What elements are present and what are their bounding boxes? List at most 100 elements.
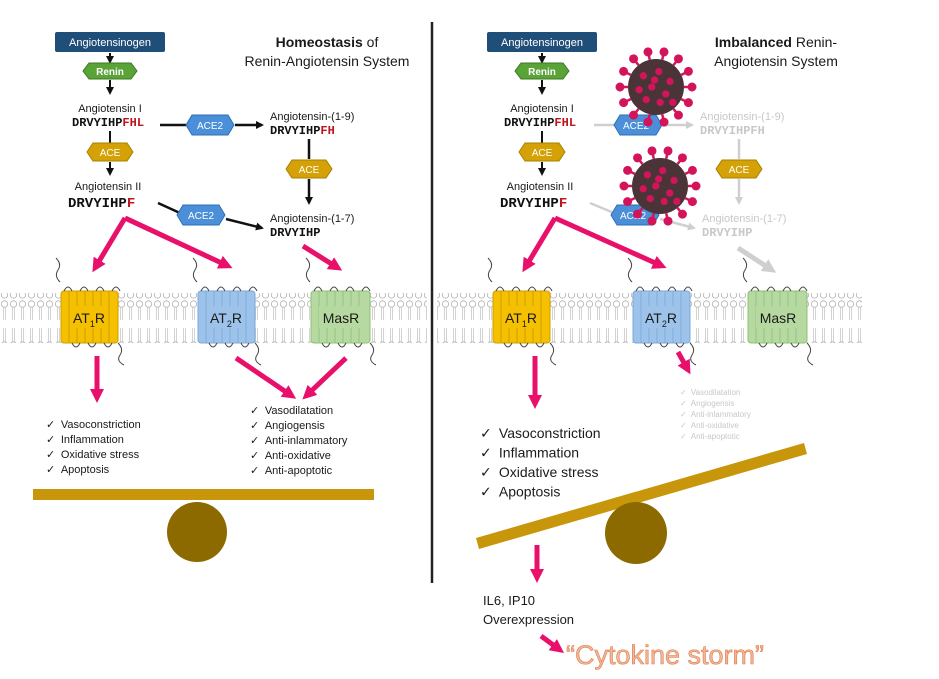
arrow-ang2-at2-right [553, 215, 667, 269]
ang1-label: Angiotensin I [78, 103, 142, 115]
arrow-ang2-at2 [123, 215, 233, 269]
right-title-line1: Imbalanced Renin- [715, 34, 838, 50]
effect-item: Inflammation [61, 434, 124, 446]
arrow-mas-effects [302, 356, 348, 400]
virus-spike-tip [619, 66, 629, 76]
angiotensinogen-label-right: Angiotensinogen [501, 37, 583, 49]
effect-item: Anti-inlammatory [691, 410, 751, 419]
at1-label-right: AT1R [505, 310, 537, 329]
arrow-at2-effects-right [675, 350, 691, 375]
virus-spike-tip [629, 110, 639, 120]
ace2-top-left-enzyme [185, 114, 235, 136]
virus-spike-tip [677, 153, 687, 163]
virus-spike-tip [647, 146, 657, 156]
renin-enzyme [82, 62, 138, 80]
renin-label: Renin [96, 67, 124, 78]
at2-label-right: AT2R [645, 310, 677, 329]
cytokine-storm-label: “Cytokine storm” [566, 640, 764, 670]
virus-surface-dot [669, 98, 677, 107]
effect-item: Anti-oxidative [265, 450, 331, 462]
virus-surface-dot [673, 197, 681, 206]
ang17-label: Angiotensin-(1-7) [270, 213, 354, 225]
virus-spike-tip [687, 82, 697, 92]
virus-surface-dot [643, 171, 652, 179]
at1-effects-list-left: ✓Vasoconstriction✓Inflammation✓Oxidative… [46, 418, 141, 476]
overexpression-label: Overexpression [483, 612, 574, 627]
virus-spike-tip [663, 216, 673, 226]
effect-item: Angiogensis [691, 399, 735, 408]
ang2-label: Angiotensin II [75, 181, 142, 193]
protective-effects-list-left: ✓Vasodilatation✓Angiogensis✓Anti-inlamma… [250, 404, 348, 477]
ang17-label-right: Angiotensin-(1-7) [702, 213, 786, 225]
virus-spike-tip [673, 110, 683, 120]
virus-spike-tip [619, 181, 629, 191]
at2-label-left: AT2R [210, 310, 242, 329]
ang19-sequence-right: DRVYIHPFH [700, 124, 765, 138]
ang2-label-right: Angiotensin II [507, 181, 574, 193]
effect-item: Vasodilatation [265, 405, 333, 417]
at2-receptor-left: AT2R [192, 257, 262, 366]
ace-right-enzyme-right [715, 159, 763, 179]
angiotensinogen-label: Angiotensinogen [69, 37, 151, 49]
mas-label-right: MasR [760, 310, 797, 326]
left-panel: Homeostasis of Renin-Angiotensin System … [33, 32, 409, 562]
check-icon: ✓ [680, 432, 687, 441]
virus-spike-tip [623, 197, 633, 207]
check-icon: ✓ [250, 404, 259, 417]
seesaw-fulcrum-right [605, 502, 667, 564]
check-icon: ✓ [250, 419, 259, 432]
ace2-top-left-label: ACE2 [197, 121, 224, 132]
ace-left-label: ACE [100, 148, 121, 159]
line-ang2-ace2-right [589, 201, 615, 215]
arrow-ang2-at1 [92, 216, 128, 273]
virus-surface-dot [666, 189, 674, 197]
seesaw-beam-balanced [33, 489, 374, 500]
ang17-sequence-right: DRVYIHP [702, 226, 752, 240]
virus-body [632, 158, 688, 214]
ang1-sequence-right: DRVYIHPFHL [504, 116, 576, 130]
effect-item: Anti-apoptotic [265, 465, 333, 477]
arrow-ang17-mas-right [736, 245, 777, 273]
sars-cov-2-virus-icon-top [615, 47, 697, 127]
check-icon: ✓ [480, 485, 492, 501]
arrow-to-cytokine-storm [539, 633, 565, 653]
effect-item: Vasoconstriction [61, 419, 141, 431]
effect-item: Oxidative stress [499, 464, 599, 480]
at1-label-left: AT1R [73, 310, 105, 329]
virus-spike-tip [663, 146, 673, 156]
virus-spike-tip [619, 98, 629, 108]
virus-spike-tip [659, 117, 669, 127]
virus-surface-dot [666, 77, 674, 86]
virus-surface-dot [639, 72, 648, 80]
check-icon: ✓ [680, 410, 687, 419]
ang2-sequence: DRVYIHPF [68, 196, 135, 212]
virus-spike-tip [683, 98, 693, 108]
check-icon: ✓ [680, 399, 687, 408]
effect-item: Oxidative stress [61, 449, 140, 461]
virus-surface-dot [659, 166, 667, 175]
renin-label-right: Renin [528, 67, 556, 78]
ace2-bottom-left-label: ACE2 [188, 211, 215, 222]
ace-left-enzyme-right [518, 142, 566, 162]
right-title-line2: Angiotensin System [714, 53, 838, 69]
virus-spike-tip [633, 209, 643, 219]
sars-cov-2-virus-icon-bottom [619, 146, 701, 226]
virus-surface-dot [635, 86, 643, 94]
at1-effects-list-right: ✓Vasoconstriction✓Inflammation✓Oxidative… [480, 425, 601, 501]
protective-effects-list-right-faded: ✓Vasodilatation✓Angiogensis✓Anti-inlamma… [680, 388, 751, 441]
effect-item: Angiogensis [265, 420, 325, 432]
virus-surface-dot [639, 185, 647, 193]
virus-surface-dot [660, 197, 668, 206]
ace2-bottom-right-label: ACE2 [620, 211, 647, 222]
check-icon: ✓ [250, 449, 259, 462]
virus-surface-dot [652, 182, 660, 190]
left-title-line1: Homeostasis of [276, 34, 379, 50]
ang19-sequence: DRVYIHPFH [270, 124, 335, 138]
ace-right-enzyme [285, 159, 333, 179]
check-icon: ✓ [250, 464, 259, 477]
ace2-top-right-label: ACE2 [623, 121, 650, 132]
virus-spike-tip [633, 153, 643, 163]
arrow-ang2-at1-right [522, 216, 558, 273]
